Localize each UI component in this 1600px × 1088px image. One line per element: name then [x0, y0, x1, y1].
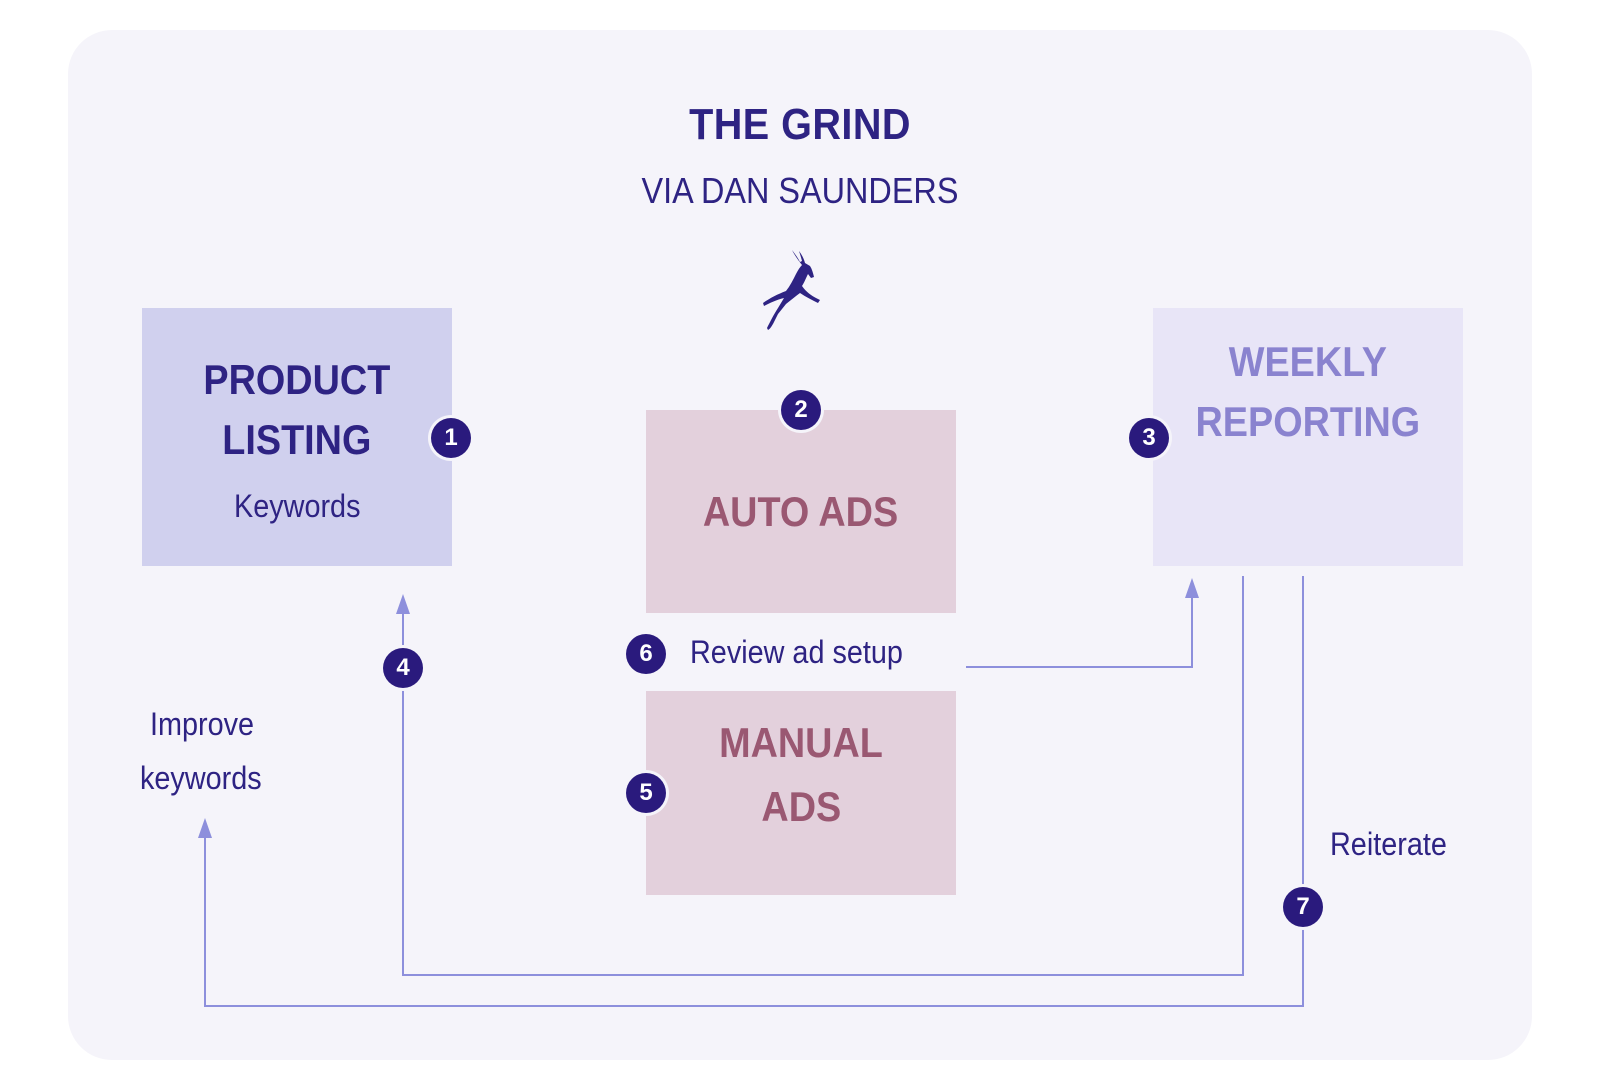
product-listing-title-line2: LISTING	[222, 415, 372, 463]
step-badge-6: 6	[626, 634, 666, 674]
improve-label-line2: keywords	[140, 760, 262, 796]
diagram-title: THE GRIND	[689, 100, 911, 149]
arrowhead-weekly	[1185, 578, 1199, 598]
arrowhead-improve	[198, 818, 212, 838]
weekly-reporting-box: WEEKLY REPORTING	[1153, 308, 1463, 566]
product-listing-keywords: Keywords	[233, 487, 361, 524]
step-badge-1: 1	[431, 418, 471, 458]
review-ad-setup-label: Review ad setup	[690, 634, 903, 670]
leaping-gazelle-icon	[763, 250, 820, 330]
manual-ads-title-line1: MANUAL	[719, 719, 883, 766]
arrowhead-product	[396, 594, 410, 614]
manual-ads-title-line2: ADS	[761, 783, 841, 830]
step-badge-2: 2	[781, 390, 821, 430]
improve-label-line1: Improve	[150, 706, 255, 742]
product-listing-title-line1: PRODUCT	[203, 355, 391, 403]
connector-reiterate-to-improve	[204, 576, 1304, 1007]
step-badge-7: 7	[1283, 887, 1323, 927]
step-badge-4: 4	[383, 648, 423, 688]
reiterate-label: Reiterate	[1330, 826, 1447, 862]
connector-review-to-weekly	[966, 582, 1193, 668]
diagram-subtitle: VIA DAN SAUNDERS	[641, 170, 959, 211]
step-badge-5: 5	[626, 773, 666, 813]
auto-ads-title: AUTO ADS	[703, 487, 899, 535]
manual-ads-box: MANUAL ADS	[646, 691, 956, 895]
auto-ads-box: AUTO ADS	[646, 410, 956, 613]
weekly-reporting-title-line2: REPORTING	[1195, 398, 1421, 445]
product-listing-box: PRODUCT LISTING Keywords	[142, 308, 452, 566]
weekly-reporting-title-line1: WEEKLY	[1228, 338, 1388, 385]
connector-weekly-to-product	[402, 576, 1244, 976]
step-badge-3: 3	[1129, 418, 1169, 458]
